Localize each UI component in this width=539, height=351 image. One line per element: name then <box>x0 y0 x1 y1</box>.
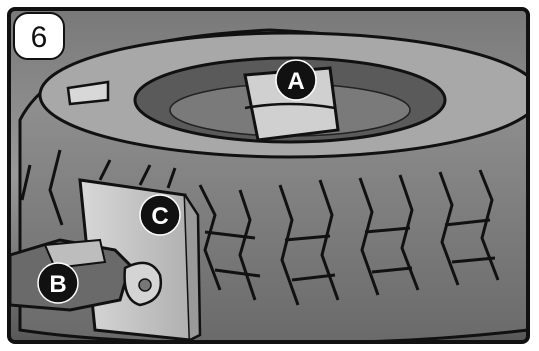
callout-a-label: A <box>287 68 304 95</box>
callout-a: A <box>276 60 316 100</box>
callout-b: B <box>38 263 78 303</box>
step-number-badge: 6 <box>14 13 64 59</box>
callout-b-label: B <box>49 271 66 298</box>
callout-c-label: C <box>151 203 168 230</box>
step-number: 6 <box>31 21 48 54</box>
callout-c: C <box>140 195 180 235</box>
